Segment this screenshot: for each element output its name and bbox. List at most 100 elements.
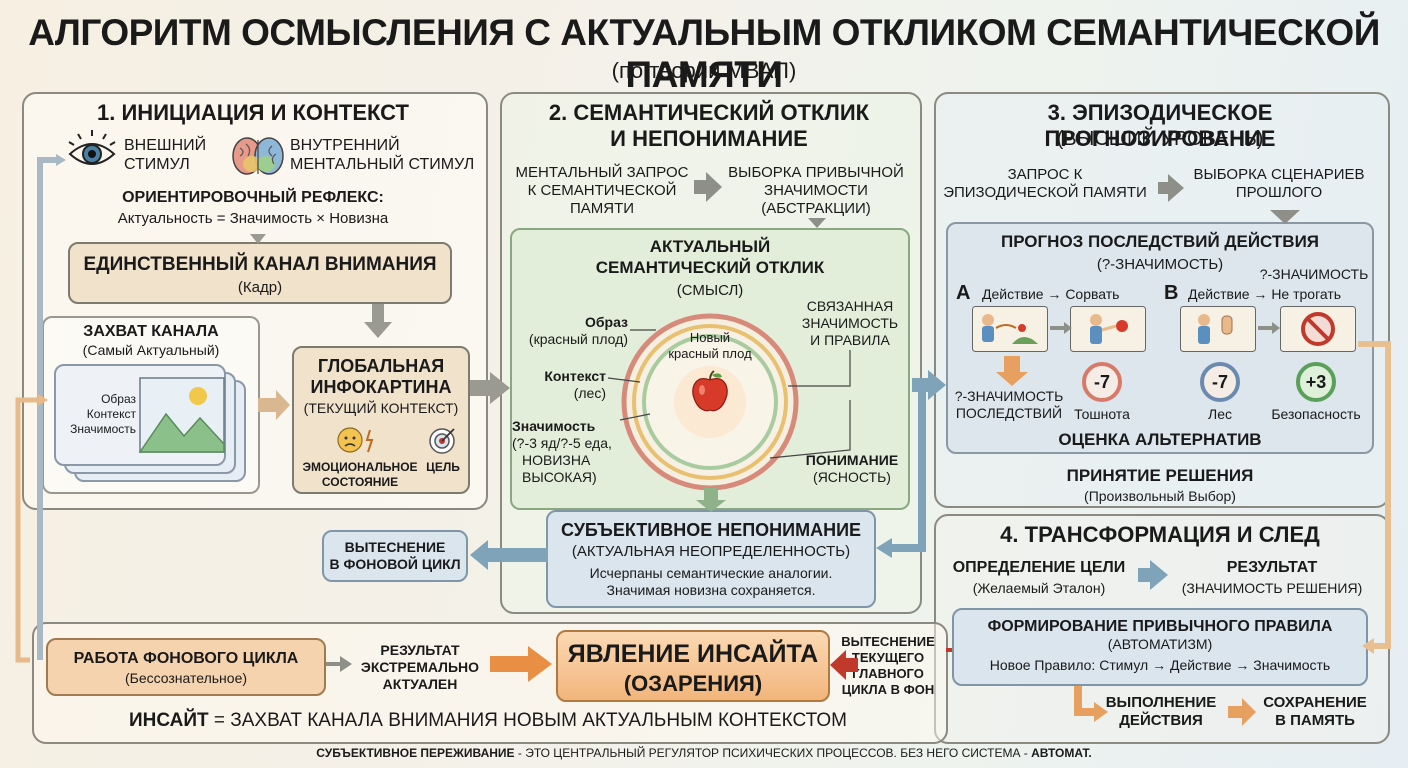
- image-value: (красный плод): [528, 331, 628, 347]
- execute-line1: ВЫПОЛНЕНИЕ: [1105, 694, 1217, 711]
- badge-safety-label: Безопасность: [1271, 406, 1361, 422]
- result-extreme-label: РЕЗУЛЬТАТ ЭКСТРЕМАЛЬНО АКТУАЛЕН: [358, 642, 482, 693]
- misunderstanding-box: СУБЪЕКТИВНОЕ НЕПОНИМАНИЕ (АКТУАЛЬНАЯ НЕО…: [546, 510, 876, 608]
- panel1-title: 1. ИНИЦИАЦИЯ И КОНТЕКСТ: [97, 100, 409, 125]
- result-extreme-line3: АКТУАЛЕН: [382, 676, 458, 692]
- frame-label-context: Контекст: [86, 407, 136, 421]
- loop-arrowhead: [56, 154, 66, 166]
- insight-definition-rest: = ЗАХВАТ КАНАЛА ВНИМАНИЯ НОВЫМ АКТУАЛЬНЫ…: [208, 710, 847, 731]
- misunderstanding-text-line1: Исчерпаны семантические аналогии.: [589, 565, 833, 581]
- episodic-query-line1: ЗАПРОС К: [1007, 166, 1083, 183]
- semantic-selection-line3: (АБСТРАКЦИИ): [761, 200, 871, 217]
- badge-nausea-label: Тошнота: [1074, 406, 1130, 422]
- displacement-main-line1: ВЫТЕСНЕНИЕ: [841, 634, 935, 649]
- internal-stimulus-line2: МЕНТАЛЬНЫЙ СТИМУЛ: [290, 156, 475, 173]
- displacement-main-line4: ЦИКЛА В ФОН: [841, 682, 935, 697]
- semantic-response-title: АКТУАЛЬНЫЙ СЕМАНТИЧЕСКИЙ ОТКЛИК: [510, 236, 910, 278]
- internal-stimulus-line1: ВНУТРЕННИЙ: [290, 137, 400, 154]
- episodic-query-line2: ЭПИЗОДИЧЕСКОЙ ПАМЯТИ: [943, 184, 1147, 201]
- insight-title: ЯВЛЕНИЕ ИНСАЙТА: [567, 640, 819, 668]
- global-title-line1: ГЛОБАЛЬНАЯ: [317, 356, 445, 376]
- center-label: Новый красный плод: [660, 330, 760, 362]
- clarity-label: (ЯСНОСТЬ): [813, 469, 891, 485]
- consequences-label: ?-ЗНАЧИМОСТЬ ПОСЛЕДСТВИЙ: [946, 388, 1072, 422]
- apple-icon: [692, 370, 728, 412]
- related-significance: СВЯЗАННАЯ ЗНАЧИМОСТЬ И ПРАВИЛА: [794, 298, 906, 349]
- badge-forest: -7: [1200, 362, 1240, 402]
- panel3-subtitle: (ВЫСШИЙ УРОВЕНЬ): [1056, 128, 1264, 150]
- rule-title: ФОРМИРОВАНИЕ ПРИВЫЧНОГО ПРАВИЛА: [987, 618, 1333, 635]
- understanding-title: ПОНИМАНИЕ: [805, 452, 899, 468]
- semantic-query-line2: К СЕМАНТИЧЕСКОЙ: [527, 182, 677, 199]
- panel2-title-line2: И НЕПОНИМАНИЕ: [610, 126, 808, 151]
- consequences-line2: ПОСЛЕДСТВИЙ: [955, 405, 1063, 421]
- insight-sub: (ОЗАРЕНИЯ): [623, 671, 763, 696]
- attention-channel-sub: (Кадр): [237, 279, 283, 296]
- target-icon: [429, 428, 455, 454]
- episodic-selection: ВЫБОРКА СЦЕНАРИЕВ ПРОШЛОГО: [1184, 166, 1374, 202]
- insight-box: ЯВЛЕНИЕ ИНСАЙТА (ОЗАРЕНИЯ): [556, 630, 830, 702]
- goal-label: ЦЕЛЬ: [426, 460, 460, 474]
- background-cycle-sub: (Бессознательное): [124, 670, 248, 686]
- frame-labels: Образ Контекст Значимость: [58, 392, 136, 437]
- displacement-main-label: ВЫТЕСНЕНИЕ ТЕКУЩЕГО ГЛАВНОГО ЦИКЛА В ФОН: [836, 634, 940, 698]
- page-subtitle: (по теории МВАП): [611, 58, 797, 83]
- global-picture-sub: (ТЕКУЩИЙ КОНТЕКСТ): [303, 400, 459, 416]
- forecast-sub: (?-ЗНАЧИМОСТЬ): [1096, 256, 1224, 273]
- external-stimulus-line1: ВНЕШНИЙ: [124, 137, 207, 154]
- capture-sub: (Самый Актуальный): [82, 342, 220, 358]
- significance-value-line1: (?-3 яд/?-5 еда,: [512, 435, 612, 451]
- ring-significance-label: Значимость (?-3 яд/?-5 еда, НОВИЗНА ВЫСО…: [512, 418, 636, 486]
- misunderstanding-text-line2: Значимая новизна сохраняется.: [606, 582, 816, 598]
- execute-line2: ДЕЙСТВИЯ: [1119, 712, 1203, 729]
- save-memory: СОХРАНЕНИЕ В ПАМЯТЬ: [1258, 694, 1372, 730]
- ring-image-label: Образ (красный плод): [516, 314, 628, 348]
- option-a-text: Действие → Сорвать: [982, 286, 1120, 302]
- panel2-title-line1: 2. СЕМАНТИЧЕСКИЙ ОТКЛИК: [548, 100, 870, 125]
- footer-bold2: АВТОМАТ.: [1031, 746, 1092, 760]
- panel4-title: 4. ТРАНСФОРМАЦИЯ И СЛЕД: [1000, 522, 1320, 547]
- context-label: Контекст: [544, 368, 606, 384]
- insight-definition-bold: ИНСАЙТ: [129, 710, 209, 731]
- result-extreme-line2: ЭКСТРЕМАЛЬНО: [360, 659, 480, 675]
- badge-nausea: -7: [1082, 362, 1122, 402]
- internal-stimulus-label: ВНУТРЕННИЙ МЕНТАЛЬНЫЙ СТИМУЛ: [290, 136, 480, 174]
- displacement-main-line3: ГЛАВНОГО: [852, 666, 924, 681]
- forecast-title: ПРОГНОЗ ПОСЛЕДСТВИЙ ДЕЙСТВИЯ: [1000, 232, 1320, 251]
- emotion-label-line1: ЭМОЦИОНАЛЬНОЕ: [302, 460, 418, 474]
- frame-label-image: Образ: [101, 392, 136, 406]
- page-title: АЛГОРИТМ ОСМЫСЛЕНИЯ С АКТУАЛЬНЫМ ОТКЛИКО…: [28, 12, 1380, 95]
- external-stimulus-label: ВНЕШНИЙ СТИМУЛ: [124, 136, 224, 174]
- episodic-selection-line1: ВЫБОРКА СЦЕНАРИЕВ: [1193, 166, 1365, 183]
- rule-formation-box: ФОРМИРОВАНИЕ ПРИВЫЧНОГО ПРАВИЛА (АВТОМАТ…: [952, 608, 1368, 686]
- prohibited-icon: [1280, 306, 1356, 352]
- alternatives-label: ОЦЕНКА АЛЬТЕРНАТИВ: [1058, 430, 1262, 449]
- ring-context-label: Контекст (лес): [516, 368, 606, 402]
- misunderstanding-title: СУБЪЕКТИВНОЕ НЕПОНИМАНИЕ: [560, 520, 862, 540]
- scenario-a2-icon: [1070, 306, 1146, 352]
- episodic-selection-line2: ПРОШЛОГО: [1235, 184, 1323, 201]
- center-label-line1: Новый: [689, 330, 731, 345]
- understanding-label: ПОНИМАНИЕ (ЯСНОСТЬ): [796, 452, 908, 486]
- decision-label: ПРИНЯТИЕ РЕШЕНИЯ: [1066, 466, 1254, 485]
- result-label: РЕЗУЛЬТАТ: [1226, 559, 1318, 576]
- semantic-response-title-line2: СЕМАНТИЧЕСКИЙ ОТКЛИК: [595, 258, 825, 277]
- emotion-icon: [337, 427, 374, 453]
- displacement-box: ВЫТЕСНЕНИЕ В ФОНОВОЙ ЦИКЛ: [322, 530, 468, 582]
- related-line1: СВЯЗАННАЯ: [806, 298, 894, 314]
- global-picture-box: ГЛОБАЛЬНАЯ ИНФОКАРТИНА (ТЕКУЩИЙ КОНТЕКСТ…: [292, 346, 470, 494]
- semantic-query: МЕНТАЛЬНЫЙ ЗАПРОС К СЕМАНТИЧЕСКОЙ ПАМЯТИ: [504, 164, 700, 218]
- related-line2: ЗНАЧИМОСТЬ: [801, 315, 899, 331]
- decision-sub: (Произвольный Выбор): [1084, 488, 1236, 504]
- option-b-letter: B: [1164, 282, 1179, 304]
- result-extreme-line1: РЕЗУЛЬТАТ: [380, 642, 460, 658]
- consequences-line1: ?-ЗНАЧИМОСТЬ: [954, 388, 1064, 404]
- footer-note: СУБЪЕКТИВНОЕ ПЕРЕЖИВАНИЕ - ЭТО ЦЕНТРАЛЬН…: [0, 746, 1408, 760]
- capture-title: ЗАХВАТ КАНАЛА: [83, 323, 219, 340]
- global-picture-title: ГЛОБАЛЬНАЯ ИНФОКАРТИНА: [294, 356, 468, 398]
- semantic-selection: ВЫБОРКА ПРИВЫЧНОЙ ЗНАЧИМОСТИ (АБСТРАКЦИИ…: [718, 164, 914, 218]
- landscape-icon: [138, 377, 225, 453]
- badge-forest-label: Лес: [1208, 406, 1232, 422]
